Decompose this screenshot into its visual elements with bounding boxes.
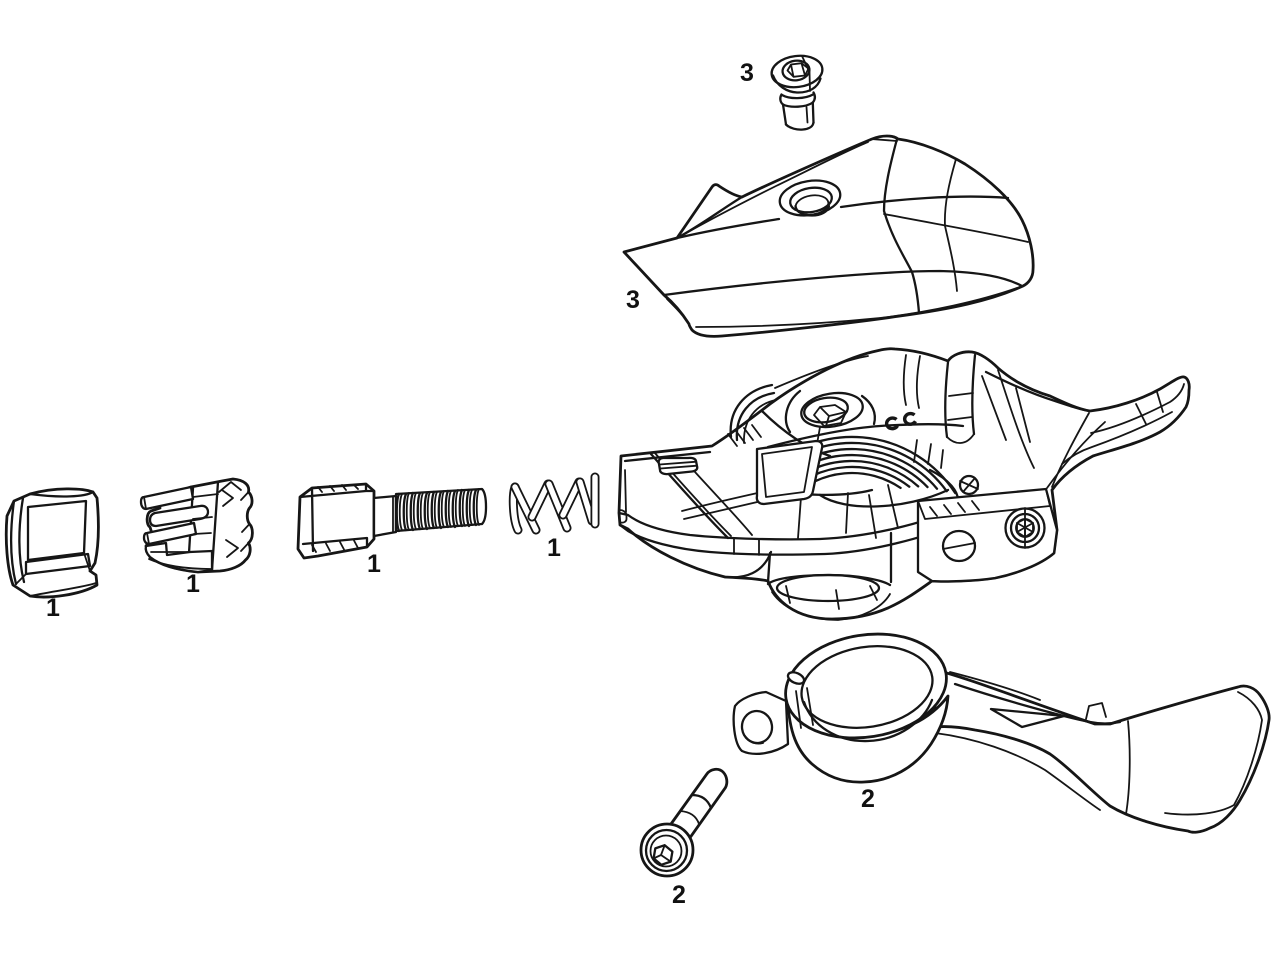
svg-text:1: 1 (547, 534, 561, 562)
svg-text:1: 1 (186, 570, 200, 598)
svg-text:1: 1 (46, 594, 60, 622)
svg-text:3: 3 (626, 286, 640, 314)
svg-text:1: 1 (367, 550, 381, 578)
svg-text:3: 3 (740, 59, 754, 87)
svg-text:2: 2 (861, 785, 875, 813)
svg-text:2: 2 (672, 881, 686, 909)
